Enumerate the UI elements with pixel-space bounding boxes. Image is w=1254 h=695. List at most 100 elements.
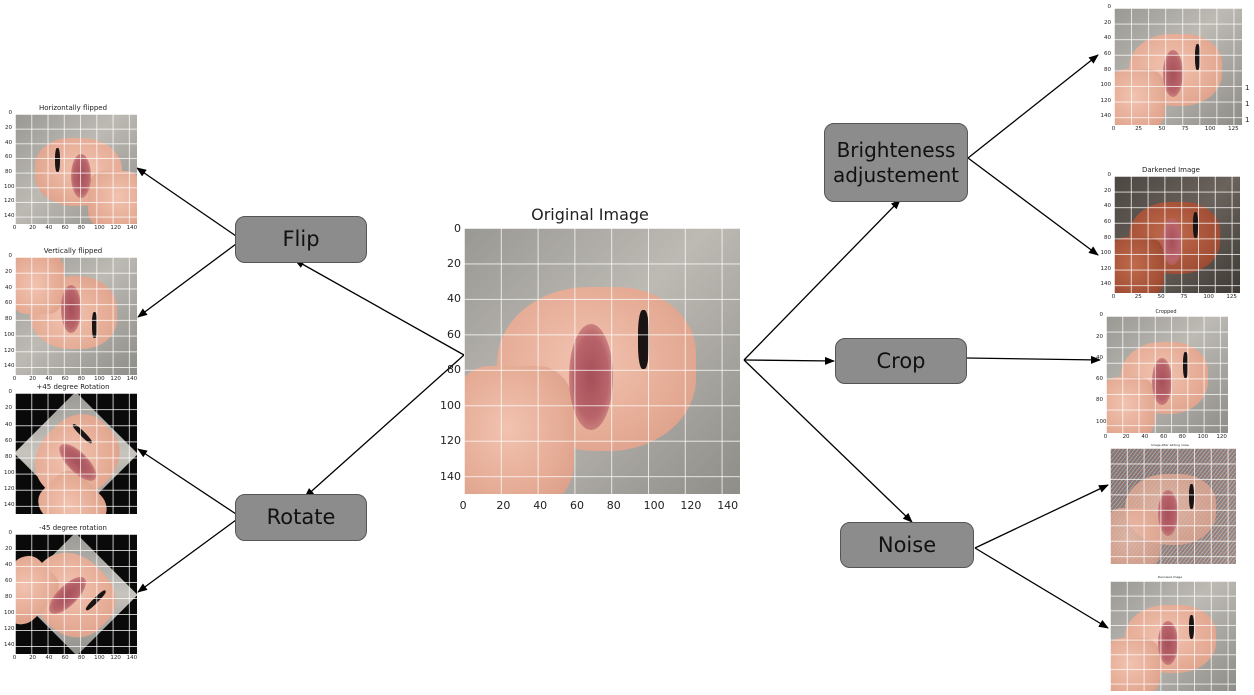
x-tick-label: 20 <box>29 376 37 382</box>
y-tick-label: 100 <box>1100 82 1112 89</box>
x-tick-label: 140 <box>717 499 739 512</box>
x-tick-label: 75 <box>1181 126 1189 132</box>
y-tick-label: 120 <box>4 347 15 354</box>
y-tick-label: 120 <box>1100 265 1112 272</box>
image-area <box>15 257 137 375</box>
image-area <box>1114 176 1240 293</box>
x-tick-label: 40 <box>45 225 53 231</box>
x-tick-label: 125 <box>1226 294 1237 300</box>
y-tick-label: 120 <box>4 198 15 205</box>
y-tick-label: 0 <box>1099 312 1104 319</box>
arrow-brightness-to-dark <box>967 157 1099 256</box>
gridlines <box>464 228 740 494</box>
y-tick-label: 60 <box>1096 376 1103 383</box>
gridlines <box>15 534 137 654</box>
stray-tick-label: 1 <box>1245 84 1250 92</box>
y-tick-label: 60 <box>5 437 12 444</box>
y-tick-label: 40 <box>1104 35 1111 42</box>
x-tick-label: 20 <box>29 225 37 231</box>
y-tick-label: 0 <box>8 110 13 117</box>
image-area <box>15 114 137 224</box>
x-tick-label: 80 <box>1178 434 1186 440</box>
y-tick-label: 40 <box>5 421 12 428</box>
y-tick-label: 140 <box>1100 113 1112 120</box>
flip-box: Flip <box>235 216 367 263</box>
y-tick-label: 100 <box>1100 250 1112 257</box>
y-tick-label: 140 <box>4 212 15 219</box>
plot-title: -45 degree rotation <box>39 524 107 532</box>
x-tick-label: 120 <box>110 376 121 382</box>
x-tick-label: 100 <box>94 376 105 382</box>
brightness-box: Brighteness adjustement <box>824 123 968 202</box>
plot-title: Image after adding noise <box>1151 443 1189 447</box>
stray-tick-label: 1 <box>1245 100 1250 108</box>
y-tick-label: 120 <box>4 486 15 493</box>
y-tick-label: 20 <box>1096 333 1103 340</box>
x-tick-label: 100 <box>1197 434 1209 440</box>
plot-title: Original Image <box>531 205 649 224</box>
y-tick-label: 20 <box>5 546 12 553</box>
gridlines <box>1110 448 1236 564</box>
y-tick-label: 80 <box>1104 234 1111 241</box>
gridlines <box>1114 8 1242 125</box>
x-tick-label: 60 <box>570 499 584 512</box>
y-tick-label: 60 <box>5 154 12 161</box>
image-area <box>15 393 137 514</box>
plot-title: Horizontally flipped <box>38 104 108 112</box>
arrow-brightness-to-bright <box>967 54 1099 159</box>
plot-title: Cropped <box>1155 309 1177 315</box>
gridlines <box>1106 316 1228 433</box>
x-tick-label: 140 <box>126 376 138 382</box>
y-tick-label: 80 <box>5 168 12 175</box>
x-tick-label: 40 <box>1141 434 1149 440</box>
y-tick-label: 20 <box>5 405 12 412</box>
x-tick-label: 140 <box>126 225 138 231</box>
x-tick-label: 120 <box>680 499 702 512</box>
y-tick-label: 0 <box>8 530 13 537</box>
arrow-rotate-to-rotpos <box>137 448 237 515</box>
x-tick-label: 0 <box>459 499 467 512</box>
y-tick-label: 60 <box>1104 51 1111 58</box>
y-tick-label: 0 <box>454 221 461 235</box>
arrow-flip-to-hflip <box>136 167 237 237</box>
x-tick-label: 60 <box>61 655 69 661</box>
arrow-flip-to-vflip <box>137 243 237 318</box>
x-tick-label: 125 <box>1228 126 1239 132</box>
x-tick-label: 40 <box>45 655 53 661</box>
x-tick-label: 120 <box>110 655 121 661</box>
x-tick-label: 40 <box>45 376 53 382</box>
y-tick-label: 80 <box>5 453 12 460</box>
plot-title: +45 degree Rotation <box>36 383 110 391</box>
arrow-original-to-crop <box>743 356 835 365</box>
x-tick-label: 20 <box>496 499 511 512</box>
y-tick-label: 140 <box>4 642 15 649</box>
rotate-label: Rotate <box>266 505 336 530</box>
y-tick-label: 120 <box>1100 97 1112 104</box>
y-tick-label: 0 <box>8 389 13 396</box>
crop-box: Crop <box>835 338 967 384</box>
y-tick-label: 40 <box>1096 354 1103 361</box>
y-tick-label: 100 <box>4 183 15 190</box>
stray-tick-label: 1 <box>1245 116 1250 124</box>
x-tick-label: 0 <box>1111 294 1116 300</box>
gridlines <box>15 393 137 514</box>
y-tick-label: 80 <box>1096 397 1103 404</box>
x-tick-label: 100 <box>1203 294 1214 300</box>
x-tick-label: 100 <box>94 225 105 231</box>
arrow-original-to-noise <box>743 359 913 523</box>
y-tick-label: 120 <box>4 626 15 633</box>
arrow-crop-to-cropped <box>965 355 1101 364</box>
gridlines <box>15 257 137 375</box>
arrow-noise-to-noisy <box>974 484 1109 549</box>
x-tick-label: 25 <box>1134 294 1142 300</box>
image-area <box>15 534 137 654</box>
noisy-image-plot: Image after adding noise <box>1100 443 1240 567</box>
y-tick-label: 100 <box>4 610 15 617</box>
x-tick-label: 60 <box>61 376 69 382</box>
y-tick-label: 80 <box>5 316 12 323</box>
x-tick-label: 25 <box>1135 126 1143 132</box>
